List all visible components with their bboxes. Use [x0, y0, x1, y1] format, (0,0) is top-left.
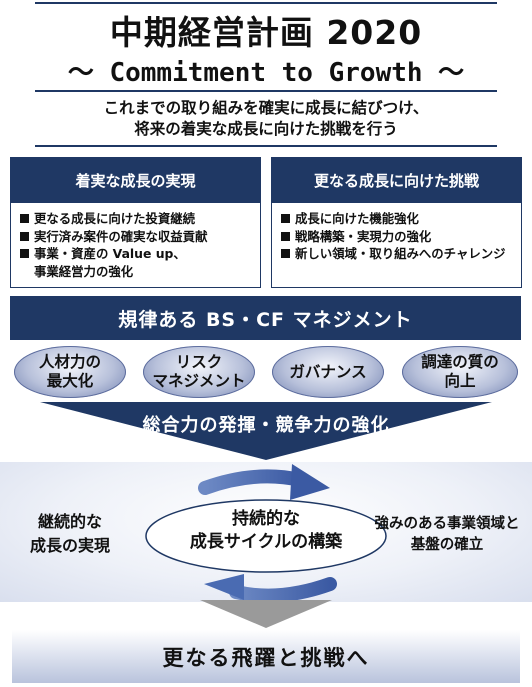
- intro-line-1: これまでの取り組みを確実に成長に結びつけ、: [103, 99, 429, 117]
- pill-line: 向上: [444, 372, 476, 390]
- down-arrow-shape: [200, 600, 332, 628]
- cycle-arrow-bottom-head: [204, 574, 244, 600]
- label-line: 強みのある事業領域と: [374, 516, 520, 532]
- list-item: 実行済み案件の確実な収益貢献: [19, 228, 260, 246]
- label-line: 基盤の確立: [410, 537, 484, 553]
- cycle-diagram: [145, 464, 387, 602]
- down-arrow-shape: [40, 402, 492, 460]
- cycle-left-label: 継続的な 成長の実現: [10, 510, 130, 558]
- pillar-heading: 更なる成長に向けた挑戦: [272, 158, 521, 203]
- pill-line: 調達の質の: [421, 353, 499, 371]
- list-item-continuation: 事業経営力の強化: [34, 263, 134, 279]
- cycle-right-label: 強みのある事業領域と 基盤の確立: [367, 514, 527, 556]
- cycle-arrow-top-body: [198, 469, 307, 495]
- cycle-center-label: 持続的な 成長サイクルの構築: [150, 508, 382, 554]
- synthesis-arrow: [40, 402, 492, 460]
- foundation-funding-quality: 調達の質の向上: [402, 346, 518, 398]
- subtitle-rule: [35, 90, 497, 92]
- pill-line: 最大化: [46, 372, 94, 390]
- pill-line: ガバナンス: [289, 362, 367, 381]
- management-band: 規律ある BS・CF マネジメント: [10, 296, 521, 340]
- foundation-risk-management: リスクマネジメント: [143, 346, 255, 398]
- synthesis-text: 総合力の発揮・競争力の強化: [142, 415, 390, 436]
- foundation-human-capital: 人材力の最大化: [14, 346, 126, 398]
- intro-rule: [35, 145, 497, 147]
- list-item: 新しい領域・取り組みへのチャレンジ: [280, 245, 521, 263]
- label-line: 成長の実現: [29, 536, 110, 555]
- label-line: 継続的な: [37, 512, 102, 531]
- pillar-steady-growth: 着実な成長の実現 更なる成長に向けた投資継続 実行済み案件の確実な収益貢献 事業…: [10, 157, 261, 288]
- cycle-arrow-bottom-body: [229, 577, 337, 602]
- page-title: 中期経営計画 2020: [109, 13, 423, 52]
- pillar-list: 成長に向けた機能強化 戦略構築・実現力の強化 新しい領域・取り組みへのチャレンジ: [272, 203, 521, 263]
- list-item: 事業・資産の Value up、: [19, 245, 260, 263]
- list-item: 戦略構築・実現力の強化: [280, 228, 521, 246]
- list-item: 成長に向けた機能強化: [280, 210, 521, 228]
- cycle-arrow-top-head: [290, 464, 330, 500]
- intro-line-2: 将来の着実な成長に向けた挑戦を行う: [134, 120, 398, 138]
- intro-text: これまでの取り組みを確実に成長に結びつけ、 将来の着実な成長に向けた挑戦を行う: [0, 98, 532, 140]
- page-subtitle: 〜 Commitment to Growth 〜: [67, 58, 465, 88]
- label-line: 成長サイクルの構築: [189, 532, 343, 552]
- pill-line: 人材力の: [38, 353, 101, 371]
- pill-line: マネジメント: [152, 372, 246, 390]
- cycle-ellipse: [145, 499, 387, 573]
- final-banner: 更なる飛躍と挑戦へ: [12, 630, 520, 683]
- pillar-further-challenge: 更なる成長に向けた挑戦 成長に向けた機能強化 戦略構築・実現力の強化 新しい領域…: [271, 157, 522, 288]
- list-item: 更なる成長に向けた投資継続: [19, 210, 260, 228]
- pillar-list: 更なる成長に向けた投資継続 実行済み案件の確実な収益貢献 事業・資産の Valu…: [11, 203, 260, 263]
- label-line: 持続的な: [232, 509, 300, 529]
- foundation-governance: ガバナンス: [272, 346, 384, 398]
- pillar-heading: 着実な成長の実現: [11, 158, 260, 203]
- gray-down-arrow: [200, 600, 332, 628]
- pill-line: リスク: [175, 353, 223, 371]
- top-rule: [35, 2, 497, 4]
